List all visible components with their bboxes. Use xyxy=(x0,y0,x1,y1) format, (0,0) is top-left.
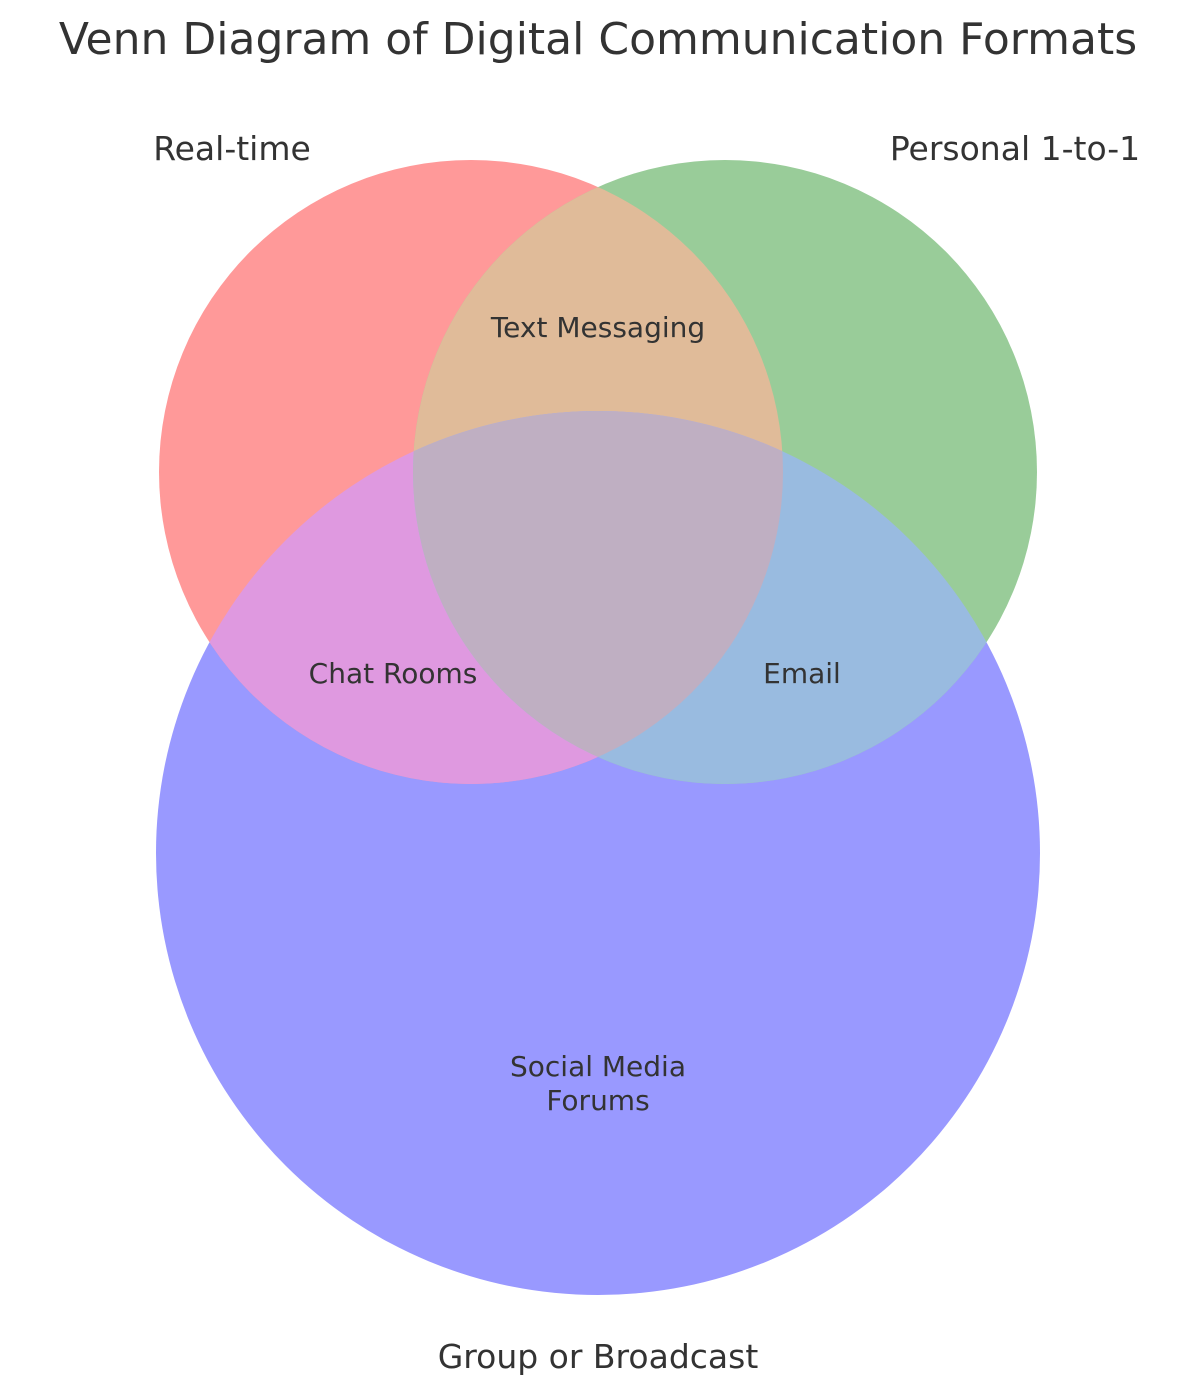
region-label-text-messaging: Text Messaging xyxy=(490,311,705,344)
region-label-chat-rooms: Chat Rooms xyxy=(309,657,478,690)
diagram-title: Venn Diagram of Digital Communication Fo… xyxy=(59,14,1137,65)
set-label-real-time: Real-time xyxy=(153,129,311,168)
region-label-email: Email xyxy=(763,657,841,690)
region-real-time-group xyxy=(159,411,783,784)
region-label-social-media: Social Media xyxy=(510,1050,686,1083)
set-label-personal-1-to-1: Personal 1-to-1 xyxy=(890,129,1140,168)
region-personal-group xyxy=(413,411,1037,784)
set-label-group-or-broadcast: Group or Broadcast xyxy=(438,1337,759,1376)
region-label-forums: Forums xyxy=(546,1084,649,1117)
